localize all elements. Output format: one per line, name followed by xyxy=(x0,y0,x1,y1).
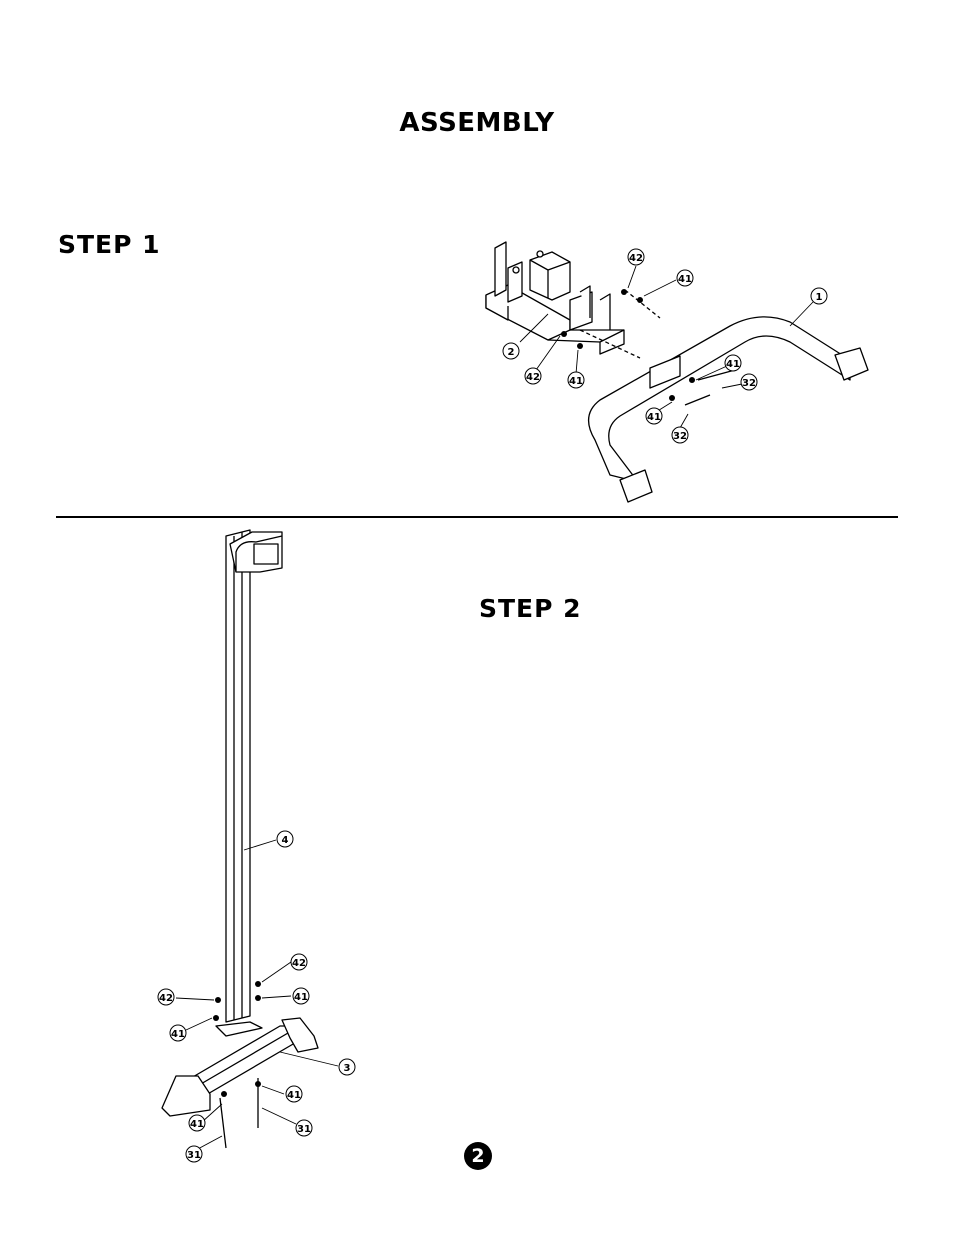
svg-text:1: 1 xyxy=(816,292,823,303)
svg-text:2: 2 xyxy=(508,347,515,358)
svg-text:41: 41 xyxy=(287,1090,301,1101)
callout: 42 xyxy=(290,953,308,971)
callout: 32 xyxy=(740,373,758,391)
callout: 41 xyxy=(645,407,663,425)
callout: 1 xyxy=(810,287,828,305)
step-1-diagram: 2 42 41 42 41 1 41 32 41 32 xyxy=(485,241,869,503)
page-number-badge: 2 xyxy=(464,1142,492,1170)
callout: 2 xyxy=(502,342,520,360)
svg-text:41: 41 xyxy=(647,412,661,423)
svg-text:31: 31 xyxy=(297,1124,311,1135)
callout: 42 xyxy=(524,367,542,385)
callout: 3 xyxy=(338,1058,356,1076)
svg-text:3: 3 xyxy=(344,1063,351,1074)
svg-text:41: 41 xyxy=(171,1029,185,1040)
svg-text:41: 41 xyxy=(678,274,692,285)
callout: 41 xyxy=(285,1085,303,1103)
callout: 41 xyxy=(724,354,742,372)
callout: 31 xyxy=(185,1145,203,1163)
callout: 31 xyxy=(295,1119,313,1137)
svg-text:41: 41 xyxy=(294,992,308,1003)
callout: 32 xyxy=(671,426,689,444)
callout: 41 xyxy=(169,1024,187,1042)
base-frame-part xyxy=(588,316,869,503)
svg-text:42: 42 xyxy=(629,253,643,264)
step-2-diagram: 4 42 42 41 41 3 41 41 31 31 xyxy=(157,529,356,1163)
step-1-heading: STEP 1 xyxy=(58,230,161,259)
front-frame-part xyxy=(485,241,625,355)
svg-text:41: 41 xyxy=(190,1119,204,1130)
section-divider xyxy=(56,516,898,518)
base-bar-part xyxy=(161,1017,319,1149)
svg-text:42: 42 xyxy=(526,372,540,383)
page-title: ASSEMBLY xyxy=(399,108,555,138)
svg-text:42: 42 xyxy=(292,958,306,969)
svg-text:32: 32 xyxy=(673,431,687,442)
callout: 41 xyxy=(292,987,310,1005)
callout: 41 xyxy=(188,1114,206,1132)
callout: 41 xyxy=(676,269,694,287)
svg-text:41: 41 xyxy=(569,376,583,387)
upright-post-part xyxy=(215,529,283,1037)
callout: 42 xyxy=(157,988,175,1006)
svg-text:41: 41 xyxy=(726,359,740,370)
callout: 42 xyxy=(627,248,645,266)
svg-text:42: 42 xyxy=(159,993,173,1004)
svg-text:31: 31 xyxy=(187,1150,201,1161)
svg-text:4: 4 xyxy=(282,835,289,846)
step-2-heading: STEP 2 xyxy=(479,594,582,623)
svg-text:32: 32 xyxy=(742,378,756,389)
callout: 41 xyxy=(567,371,585,389)
callout: 4 xyxy=(276,830,294,848)
